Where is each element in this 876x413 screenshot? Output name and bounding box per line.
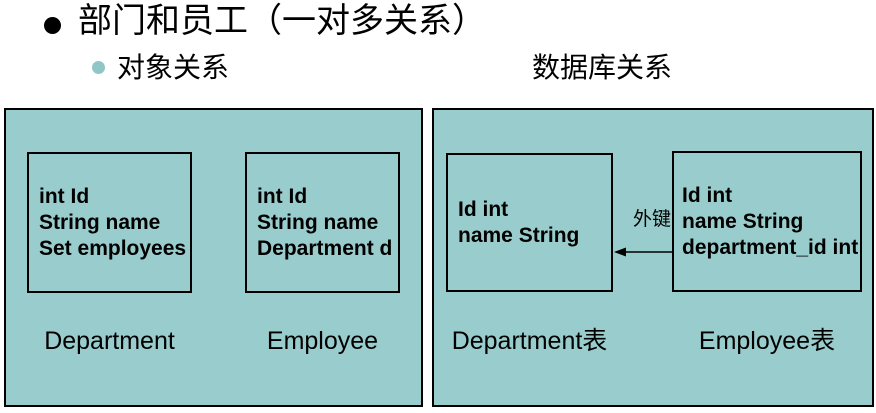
- table-field: Id int: [682, 183, 733, 207]
- table-field: department_id int: [682, 235, 859, 259]
- foreign-key-arrow-icon: [614, 247, 674, 257]
- employee-class-caption: Employee: [266, 327, 379, 355]
- class-field: String name: [39, 210, 161, 234]
- department-class-box: int Id String name Set employees: [27, 152, 192, 293]
- class-field: Department d: [257, 236, 393, 260]
- subtitle-bullet-icon: [92, 61, 105, 74]
- department-class-caption: Department: [44, 327, 175, 355]
- table-field: name String: [458, 223, 580, 247]
- title-bullet-icon: [44, 17, 61, 34]
- table-field: name String: [682, 209, 804, 233]
- employee-table-caption: Employee表: [698, 327, 836, 355]
- class-field: int Id: [257, 184, 308, 208]
- foreign-key-label: 外键: [633, 209, 672, 230]
- table-field: Id int: [458, 197, 509, 221]
- subtitle-database-relation: 数据库关系: [532, 53, 673, 84]
- object-relation-panel: int Id String name Set employees int Id …: [4, 108, 423, 407]
- database-relation-panel: Id int name String Id int name String de…: [432, 108, 874, 407]
- department-table-caption: Department表: [451, 327, 608, 355]
- page-title: 部门和员工（一对多关系）: [78, 3, 486, 40]
- subtitle-object-relation: 对象关系: [117, 53, 230, 84]
- employee-class-box: int Id String name Department d: [245, 152, 400, 293]
- employee-table-box: Id int name String department_id int: [672, 151, 862, 292]
- class-field: Set employees: [39, 236, 187, 260]
- department-table-box: Id int name String: [446, 153, 613, 292]
- class-field: String name: [257, 210, 379, 234]
- class-field: int Id: [39, 184, 90, 208]
